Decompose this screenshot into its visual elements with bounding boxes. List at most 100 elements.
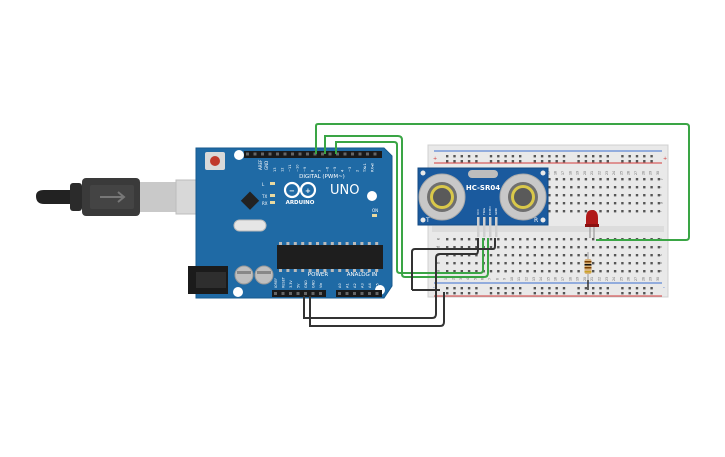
sensor-mount-hole bbox=[420, 217, 426, 223]
terminal-hole bbox=[584, 210, 588, 213]
rail-hole bbox=[467, 287, 471, 290]
chip-pin bbox=[345, 269, 349, 272]
rail-hole bbox=[584, 292, 588, 295]
led-rim bbox=[585, 224, 599, 227]
sensor-pins[interactable] bbox=[477, 217, 498, 237]
terminal-hole bbox=[548, 254, 551, 257]
resistor-band bbox=[584, 267, 592, 269]
terminal-hole bbox=[599, 194, 602, 197]
terminal-hole bbox=[504, 238, 507, 241]
row-letter: h bbox=[658, 193, 663, 196]
wire-green-trig[interactable] bbox=[324, 135, 489, 278]
terminal-hole bbox=[643, 202, 646, 205]
reset-button-cap[interactable] bbox=[210, 156, 220, 166]
digital-pin-label: ~6 bbox=[326, 166, 330, 172]
usb-cable[interactable] bbox=[36, 178, 223, 216]
resistor[interactable] bbox=[584, 252, 592, 280]
arduino-logo: − + ARDUINO bbox=[283, 181, 317, 206]
usb-strain-relief bbox=[70, 183, 82, 211]
terminal-hole bbox=[621, 246, 624, 249]
terminal-hole bbox=[577, 202, 580, 205]
terminal-hole bbox=[657, 246, 661, 249]
rail-hole bbox=[621, 287, 624, 290]
terminal-hole bbox=[475, 254, 478, 257]
header-pin-hole bbox=[311, 292, 315, 295]
terminal-hole bbox=[497, 270, 500, 273]
rail-hole bbox=[460, 155, 463, 158]
logo-infinity-left bbox=[283, 181, 301, 199]
rail-hole bbox=[519, 155, 522, 158]
power-pin-label: 3.3V bbox=[289, 280, 293, 288]
rail-hole bbox=[446, 287, 449, 290]
gnd-label: GND bbox=[264, 161, 269, 170]
row-letter: e bbox=[436, 237, 441, 240]
column-number: 30 bbox=[656, 277, 660, 281]
sensor-pin[interactable] bbox=[495, 217, 498, 237]
terminal-hole bbox=[519, 254, 522, 257]
sensor-pin[interactable] bbox=[477, 217, 480, 237]
terminal-hole bbox=[584, 254, 588, 257]
terminal-hole bbox=[540, 262, 544, 265]
mount-hole bbox=[234, 150, 244, 160]
terminal-hole bbox=[643, 186, 646, 189]
terminal-hole bbox=[570, 270, 573, 273]
digital-pin-label: 4 bbox=[341, 169, 345, 172]
rail-hole bbox=[599, 292, 602, 295]
terminal-hole bbox=[519, 262, 522, 265]
sensor-pin[interactable] bbox=[489, 217, 492, 237]
rail-hole bbox=[643, 155, 646, 158]
rail-hole bbox=[628, 292, 631, 295]
sensor-pin[interactable] bbox=[483, 217, 486, 237]
wire-green-echo[interactable] bbox=[335, 141, 484, 274]
terminal-hole bbox=[489, 238, 493, 241]
sensor-crystal bbox=[468, 170, 498, 178]
column-number: 2 bbox=[452, 278, 456, 280]
column-number: 23 bbox=[605, 171, 609, 175]
resistor-band bbox=[584, 261, 592, 263]
rail-hole bbox=[650, 287, 653, 290]
rail-hole bbox=[621, 155, 624, 158]
center-channel bbox=[432, 226, 664, 232]
terminal-hole bbox=[467, 254, 471, 257]
power-pin-label: IOREF bbox=[274, 278, 278, 288]
rail-hole bbox=[460, 287, 463, 290]
analog-pin-header[interactable] bbox=[336, 290, 382, 297]
chip-pin bbox=[345, 242, 349, 245]
terminal-hole bbox=[606, 246, 609, 249]
row-letter: e bbox=[658, 237, 663, 240]
header-pin-hole bbox=[268, 152, 272, 156]
terminal-hole bbox=[548, 270, 551, 273]
board-model: UNO bbox=[330, 183, 359, 198]
sensor-pin-label: VCC bbox=[476, 209, 480, 215]
rail-hole bbox=[599, 160, 602, 163]
transmitter-core bbox=[433, 188, 451, 206]
rail-hole bbox=[592, 292, 595, 295]
wire-black-gnd[interactable] bbox=[309, 292, 445, 327]
on-label: ON bbox=[372, 208, 378, 213]
column-number: 20 bbox=[583, 171, 587, 175]
terminal-hole bbox=[635, 246, 639, 249]
wire-black-sensor-gnd[interactable] bbox=[411, 238, 496, 290]
rail-hole bbox=[533, 160, 536, 163]
terminal-hole bbox=[446, 246, 449, 249]
digital-pin-header[interactable] bbox=[244, 151, 382, 158]
capacitor bbox=[234, 265, 254, 285]
column-number: 27 bbox=[634, 171, 638, 175]
column-number: 24 bbox=[612, 277, 616, 281]
terminal-hole bbox=[613, 178, 617, 181]
wire-green-pin7-led[interactable] bbox=[315, 123, 690, 241]
terminal-hole bbox=[621, 210, 624, 213]
rail-hole bbox=[453, 155, 456, 158]
terminal-hole bbox=[577, 186, 580, 189]
terminal-hole bbox=[555, 194, 558, 197]
red-led[interactable] bbox=[585, 210, 599, 238]
terminal-hole bbox=[511, 254, 515, 257]
wire-black-5v[interactable] bbox=[303, 238, 479, 319]
terminal-hole bbox=[657, 270, 661, 273]
terminal-hole bbox=[511, 238, 515, 241]
column-number: 25 bbox=[619, 277, 623, 281]
rail-hole bbox=[540, 287, 544, 290]
rail-hole bbox=[599, 155, 602, 158]
